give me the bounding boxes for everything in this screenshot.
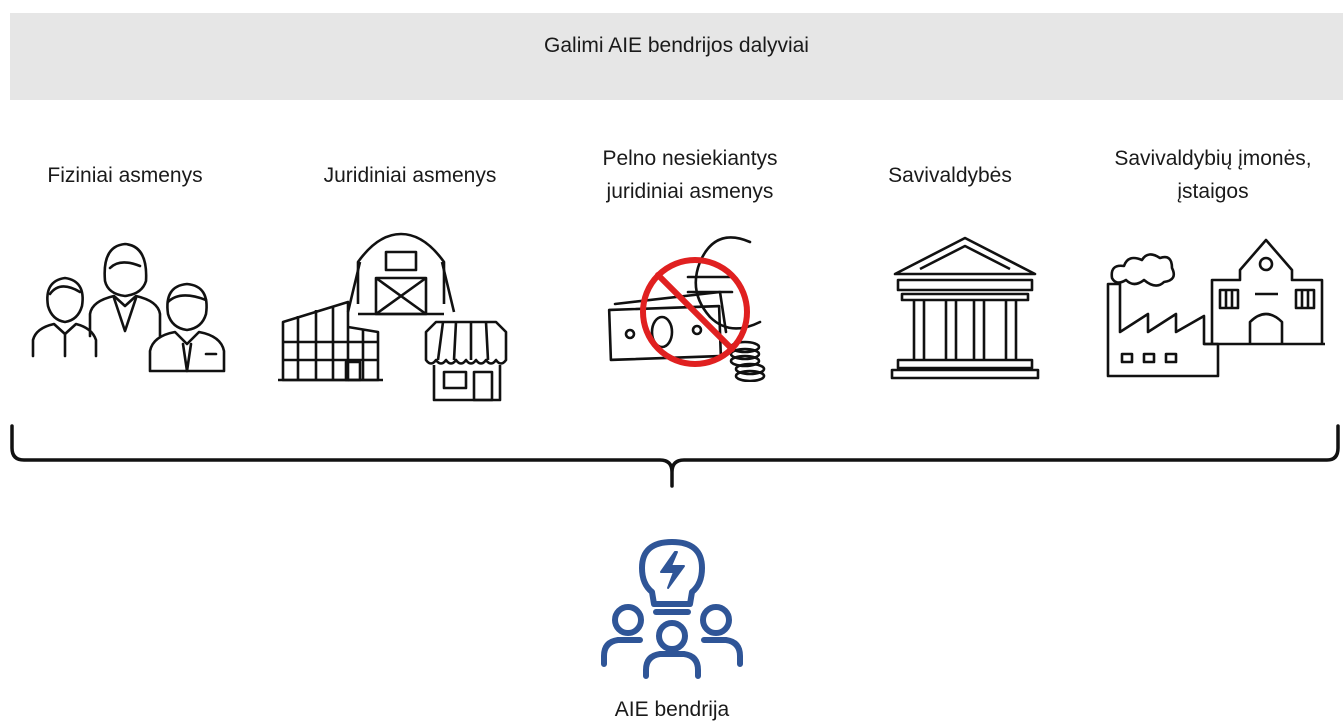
no-money-icon [600,232,780,382]
energy-community-icon [598,536,746,691]
factory-school-icon [1100,236,1325,381]
people-icon [30,236,230,376]
header-banner: Galimi AIE bendrijos dalyviai [10,13,1343,100]
participant-label-municipal-companies: Savivaldybių įmonės, įstaigos [1114,147,1312,203]
participant-label-municipalities: Savivaldybės [888,163,1012,187]
participant-label-nonprofits: Pelno nesiekiantys juridiniai asmenys [602,147,778,203]
diagram-title: Galimi AIE bendrijos dalyviai [544,33,809,57]
community-label: AIE bendrija [614,698,730,721]
grouping-brace [0,410,1343,515]
participant-label-legal-entities: Juridiniai asmenys [323,163,497,187]
businesses-icon [278,232,508,404]
participant-label-individuals: Fiziniai asmenys [47,163,203,187]
government-building-icon [890,236,1040,384]
